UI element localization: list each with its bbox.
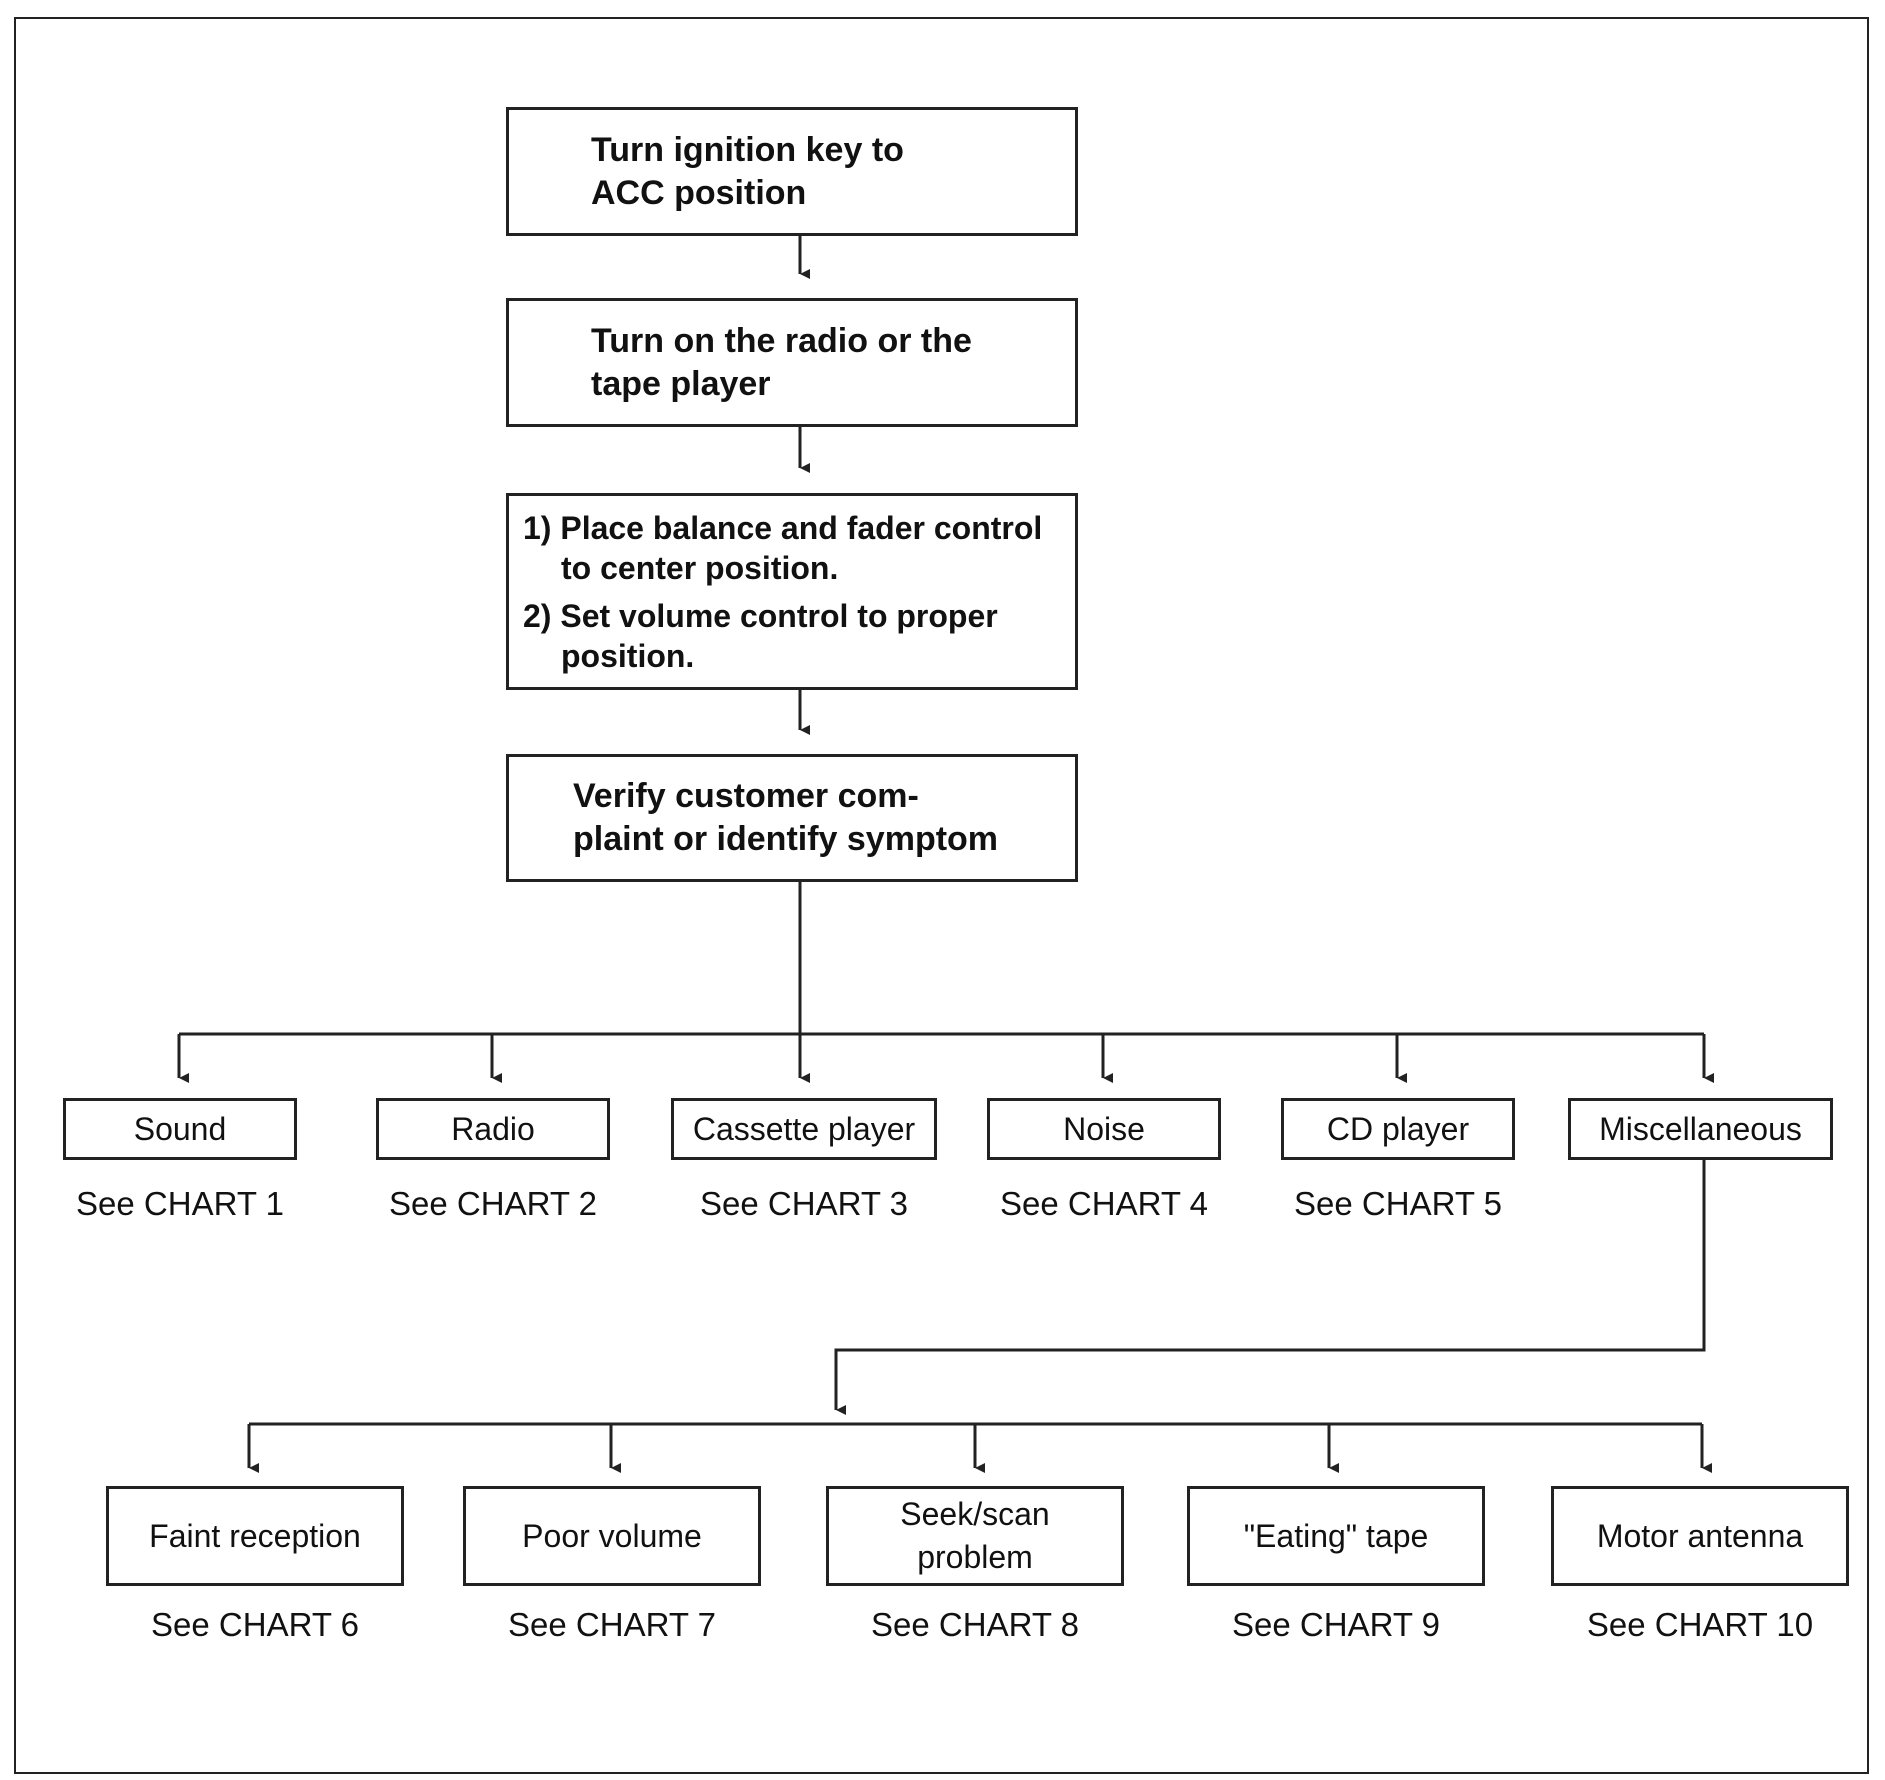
category-cassette-player-label: Cassette player	[692, 1111, 916, 1147]
item-number: 1)	[523, 509, 552, 546]
misc-motor-antenna-label: Motor antenna	[1596, 1517, 1804, 1554]
step-verify-complaint-line-1: Verify customer com-	[573, 777, 919, 815]
misc-eating-tape-ref: See CHART 9	[1232, 1606, 1440, 1643]
step-turn-on-radio-line-1: Turn on the radio or the	[591, 321, 972, 360]
misc-seek-scan-problem-label: Seek/scan problem	[900, 1496, 1050, 1575]
category-sound-ref: See CHART 1	[76, 1185, 284, 1222]
category-miscellaneous-label: Miscellaneous	[1599, 1111, 1802, 1147]
misc-poor-volume-label: Poor volume	[522, 1517, 702, 1554]
misc-motor-antenna: Motor antenna	[1551, 1486, 1849, 1586]
step-turn-on-radio: Turn on the radio or the tape player	[506, 298, 1078, 427]
misc-eating-tape-label: "Eating" tape	[1243, 1517, 1429, 1554]
category-sound-label: Sound	[133, 1111, 227, 1147]
category-noise: Noise	[987, 1098, 1221, 1160]
item-number: 2)	[523, 597, 552, 634]
misc-connector	[834, 1160, 1706, 1415]
item-text-line-1: Set volume control to proper	[560, 597, 998, 634]
category-noise-label: Noise	[1063, 1111, 1145, 1147]
misc-poor-volume-ref: See CHART 7	[508, 1606, 716, 1643]
misc-eating-tape: "Eating" tape	[1187, 1486, 1485, 1586]
misc-seek-scan-problem: Seek/scan problem	[826, 1486, 1124, 1586]
misc-faint-reception: Faint reception	[106, 1486, 404, 1586]
category-noise-ref: See CHART 4	[1000, 1185, 1208, 1222]
misc-faint-reception-label: Faint reception	[149, 1517, 361, 1554]
category-radio-ref: See CHART 2	[389, 1185, 597, 1222]
step-verify-complaint-line-2: plaint or identify symptom	[573, 820, 999, 858]
step-ignition-key: Turn ignition key to ACC position	[506, 107, 1078, 236]
step-ignition-key-line-2: ACC position	[591, 173, 807, 212]
item-text-line-2: position.	[561, 637, 695, 674]
step-set-controls-item-1: 1) Place balance and fader control to ce…	[523, 508, 1065, 588]
step-set-controls: 1) Place balance and fader control to ce…	[506, 493, 1078, 690]
category-cd-player: CD player	[1281, 1098, 1515, 1160]
misc-seek-scan-problem-ref: See CHART 8	[871, 1606, 1079, 1643]
category-cd-player-label: CD player	[1326, 1111, 1470, 1147]
category-miscellaneous: Miscellaneous	[1568, 1098, 1833, 1160]
category-sound: Sound	[63, 1098, 297, 1160]
category-radio: Radio	[376, 1098, 610, 1160]
step-verify-complaint: Verify customer com- plaint or identify …	[506, 754, 1078, 882]
category-cd-player-ref: See CHART 5	[1294, 1185, 1502, 1222]
item-text-line-2: to center position.	[561, 549, 839, 586]
category-cassette-player: Cassette player	[671, 1098, 937, 1160]
misc-poor-volume: Poor volume	[463, 1486, 761, 1586]
misc-faint-reception-ref: See CHART 6	[151, 1606, 359, 1643]
category-radio-label: Radio	[451, 1111, 535, 1147]
item-text-line-1: Place balance and fader control	[560, 509, 1043, 546]
step-turn-on-radio-line-2: tape player	[591, 364, 771, 403]
misc-motor-antenna-ref: See CHART 10	[1586, 1606, 1814, 1643]
diagram-frame	[14, 17, 1869, 1774]
category-cassette-player-ref: See CHART 3	[700, 1185, 908, 1222]
step-set-controls-item-2: 2) Set volume control to proper position…	[523, 596, 1065, 676]
step-ignition-key-line-1: Turn ignition key to	[591, 130, 904, 169]
